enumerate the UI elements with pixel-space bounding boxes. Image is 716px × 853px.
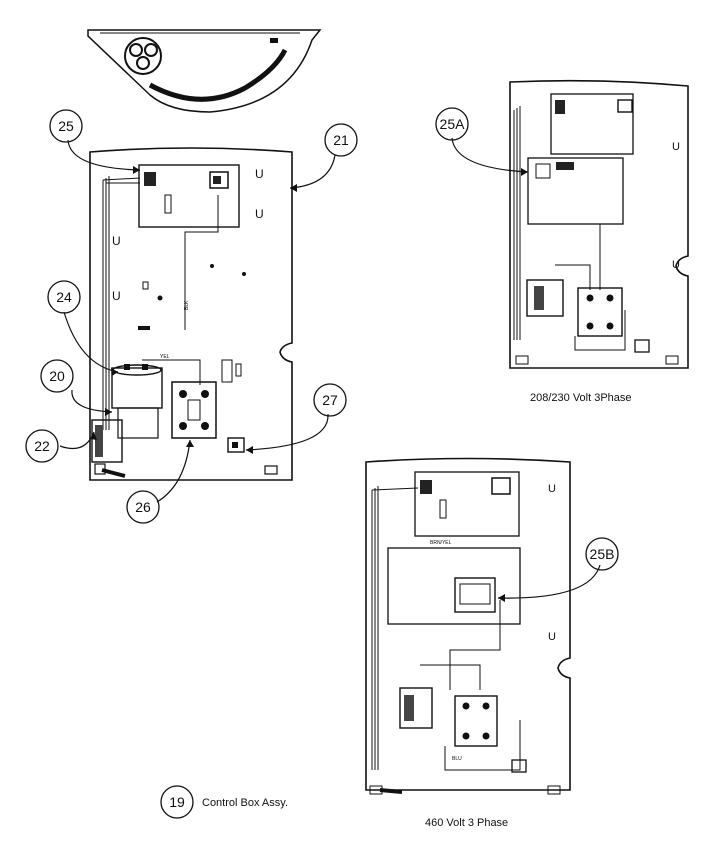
svg-text:25B: 25B xyxy=(590,546,615,562)
svg-text:U: U xyxy=(672,141,680,153)
leader-22 xyxy=(59,431,95,450)
callout-21: 21 xyxy=(324,123,358,157)
box-460-volt: BRN/YEL BLU U U xyxy=(365,457,571,795)
arrow-heads xyxy=(90,166,528,602)
svg-text:27: 27 xyxy=(322,392,338,408)
callout-27: 27 xyxy=(313,383,347,417)
svg-text:24: 24 xyxy=(56,289,72,305)
callout-19: 19 xyxy=(160,785,194,819)
svg-text:25: 25 xyxy=(58,118,74,134)
callout-25b: 25B xyxy=(585,537,619,571)
wire-label-yel: YEL xyxy=(160,354,170,360)
svg-text:U: U xyxy=(672,259,680,271)
callout-24: 24 xyxy=(47,280,81,314)
leader-26 xyxy=(156,439,191,503)
svg-text:U: U xyxy=(112,234,121,248)
caption-control-box-assy: Control Box Assy. xyxy=(202,797,288,809)
leader-25a xyxy=(451,137,529,173)
svg-text:26: 26 xyxy=(135,499,151,515)
svg-text:U: U xyxy=(548,631,556,643)
svg-text:20: 20 xyxy=(49,368,65,384)
wire-label-blk: BLK xyxy=(184,300,190,310)
svg-text:U: U xyxy=(112,289,121,303)
caption-208-230-volt: 208/230 Volt 3Phase xyxy=(530,392,632,404)
svg-text:19: 19 xyxy=(169,794,185,810)
leader-lines xyxy=(59,137,601,599)
leader-25 xyxy=(67,139,141,171)
svg-text:U: U xyxy=(255,207,264,221)
svg-text:22: 22 xyxy=(34,438,50,454)
svg-text:U: U xyxy=(255,167,264,181)
wire-label-brn-yel: BRN/YEL xyxy=(430,540,452,546)
leader-24 xyxy=(63,311,119,373)
wire-label-blu: BLU xyxy=(452,756,462,762)
callout-25a: 25A xyxy=(435,107,469,141)
callout-26: 26 xyxy=(126,490,160,524)
callout-22: 22 xyxy=(25,429,59,463)
top-cover xyxy=(87,29,322,113)
box-208-230-volt: U U xyxy=(509,79,689,369)
leader-21 xyxy=(289,154,336,189)
svg-text:U: U xyxy=(548,483,556,495)
svg-text:25A: 25A xyxy=(440,116,466,132)
callout-20: 20 xyxy=(40,359,74,393)
main-control-box: U U U U YEL BLK xyxy=(89,147,293,481)
svg-text:21: 21 xyxy=(333,132,349,148)
leader-27 xyxy=(245,413,329,451)
leader-25b xyxy=(497,564,601,599)
callout-25: 25 xyxy=(49,109,83,143)
caption-460-volt: 460 Volt 3 Phase xyxy=(425,817,508,829)
